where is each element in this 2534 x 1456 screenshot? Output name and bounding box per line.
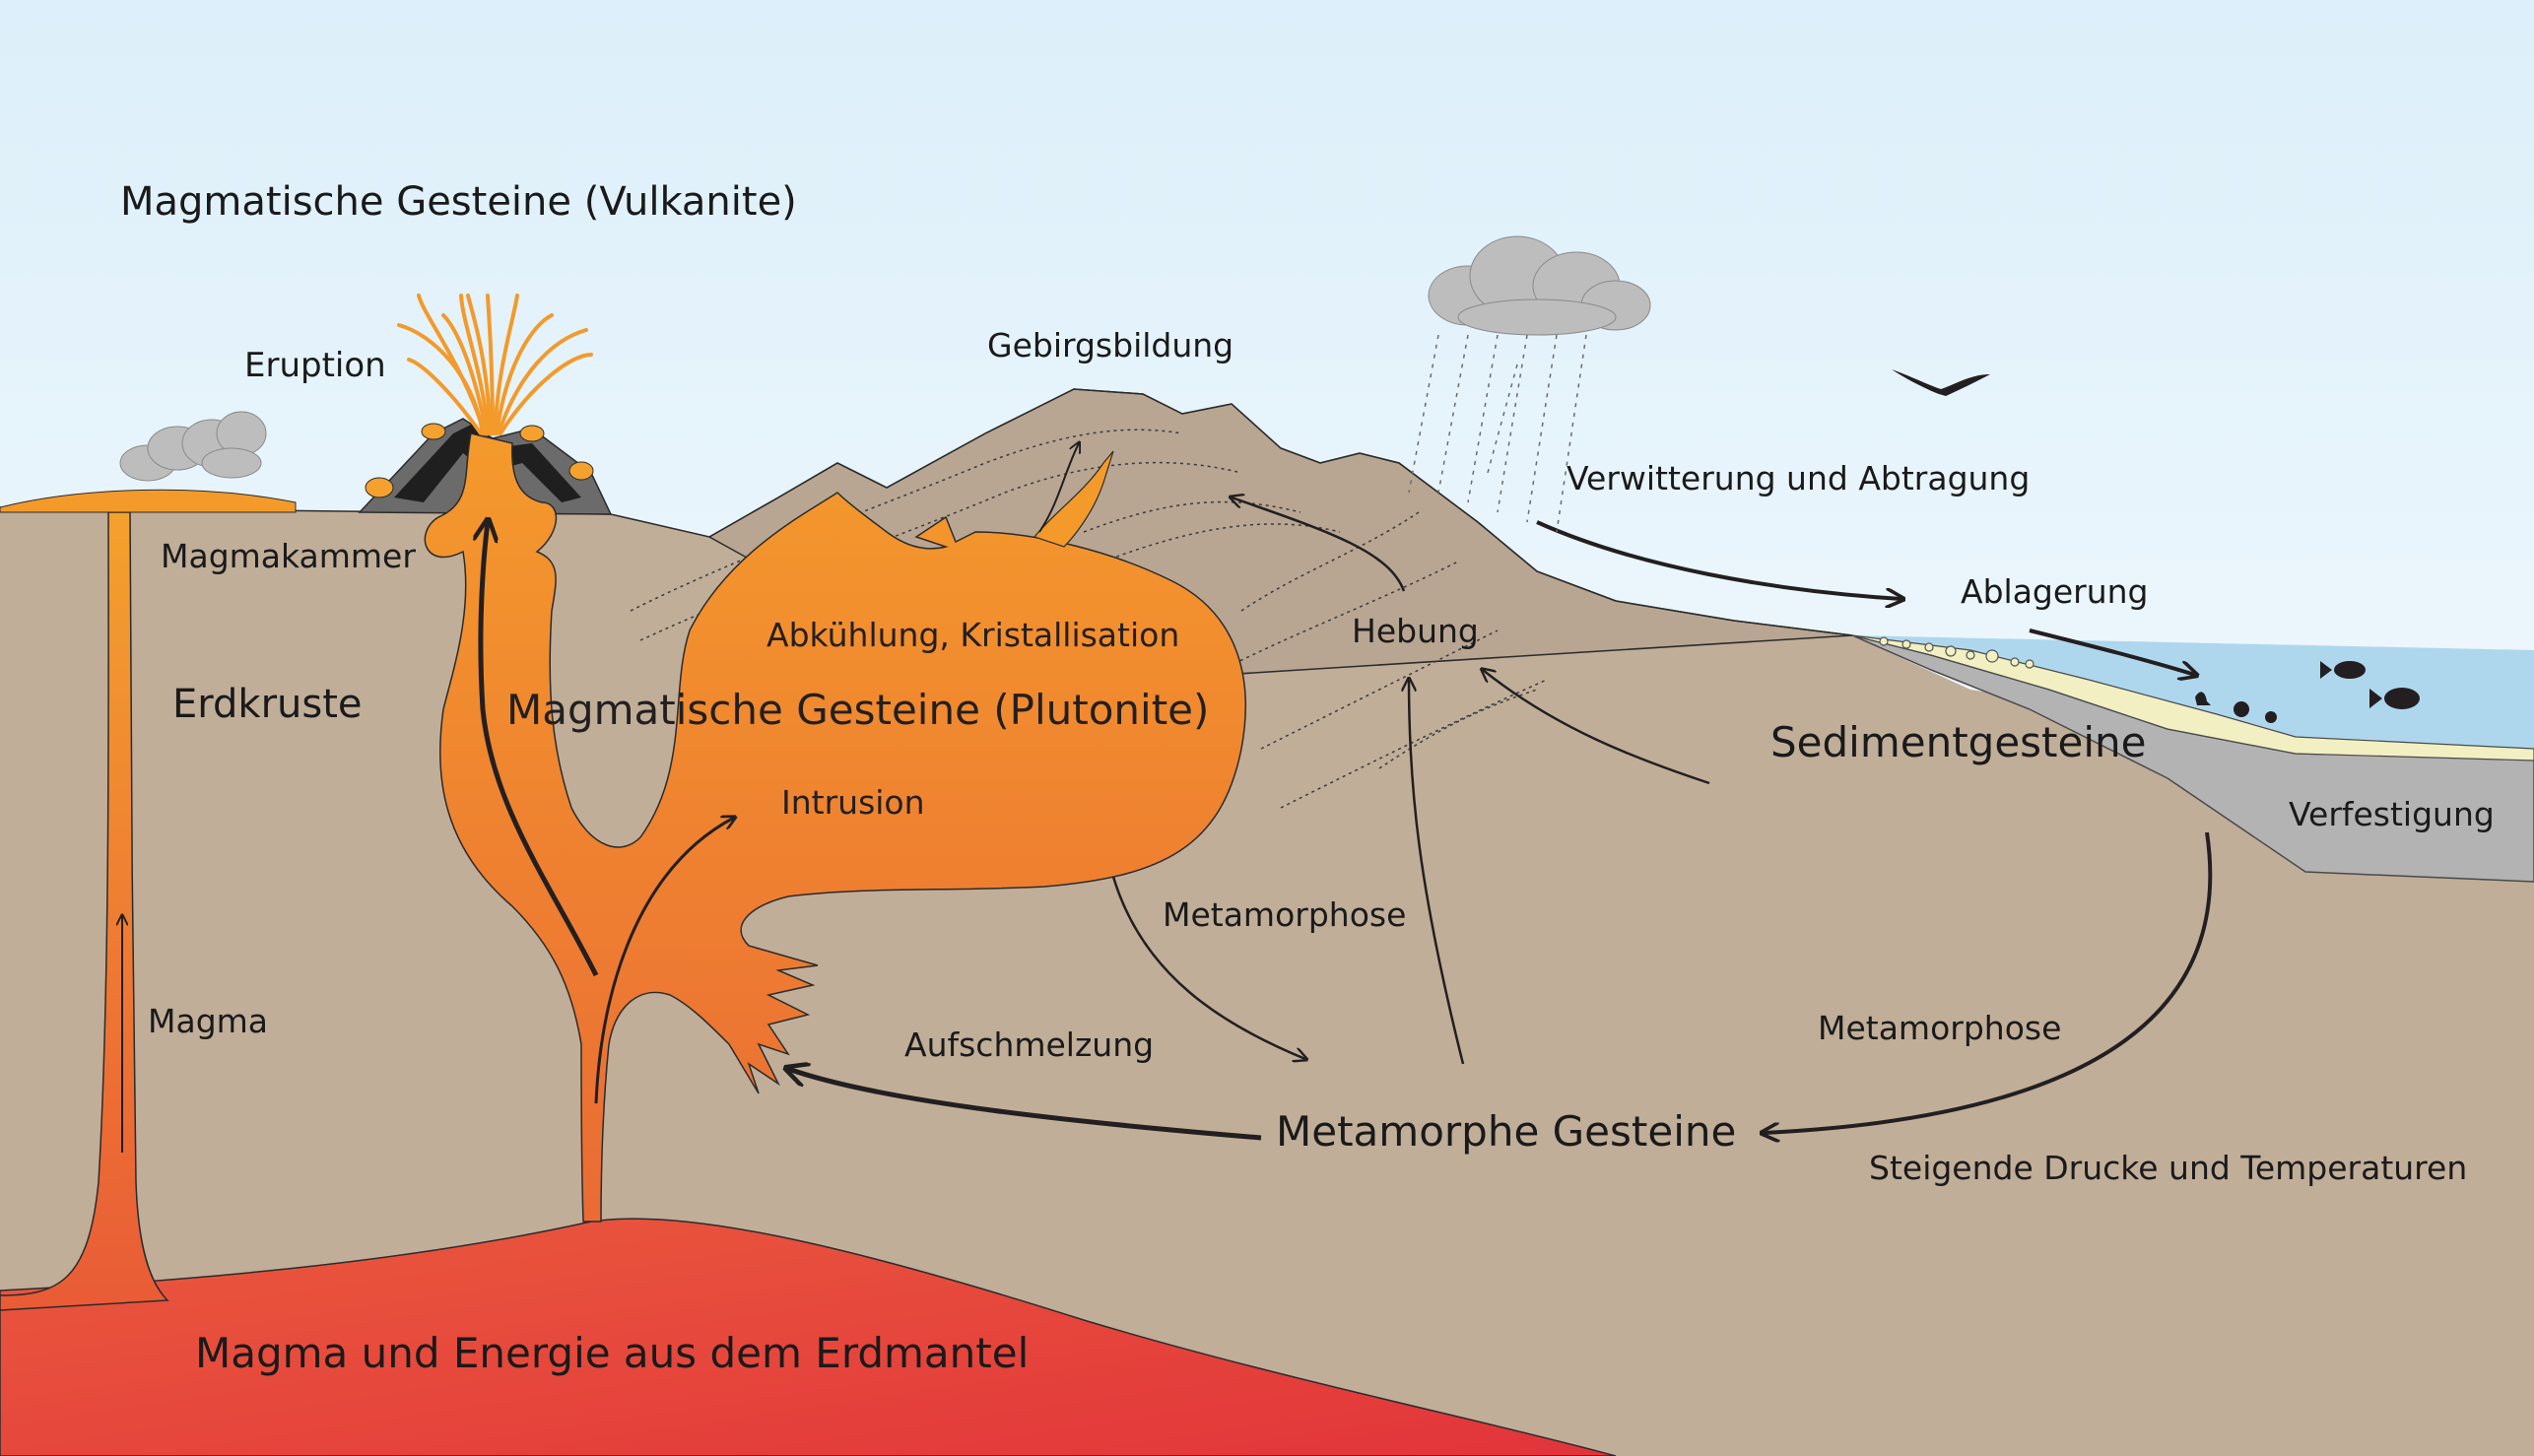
label-metamorphism-right: Metamorphose [1818,1009,2061,1047]
magma-flow-arrows [481,522,734,1104]
pebbles [1879,636,2034,669]
label-plutonic-rocks: Magmatische Gesteine (Plutonite) [506,686,1209,734]
strata-lines [630,429,1548,809]
label-magma: Magma [148,1002,268,1040]
metamorphism-arrow-center [1111,876,1305,1059]
bird-icon [1892,369,1990,396]
rain [1408,334,1587,533]
label-eruption: Eruption [244,346,386,385]
label-uplift: Hebung [1352,612,1479,650]
weathering-arrow [1536,520,1901,599]
label-melting: Aufschmelzung [904,1026,1154,1064]
metamorphism-arrow-right [1764,831,2213,1133]
rain-cloud [1428,235,1651,336]
marine-creatures-icon [2195,692,2277,723]
label-mantle: Magma und Energie aus dem Erdmantel [195,1329,1029,1377]
label-rising-pressure: Steigende Drucke und Temperaturen [1869,1149,2467,1187]
crust-outline [0,388,1853,636]
gebirgsbildung-arrow [1038,443,1079,533]
lava-blobs [365,423,594,498]
label-intrusion: Intrusion [781,783,925,822]
smoke-cloud [119,411,267,482]
label-metamorphic-rocks: Metamorphe Gesteine [1276,1107,1736,1156]
label-magma-chamber: Magmakammer [161,537,416,575]
earth-crust-body [0,389,2534,1456]
earth-mantle [0,1218,1617,1456]
uplift-arrows [1232,497,1710,1065]
title-volcanic-rocks: Magmatische Gesteine (Vulkanite) [120,179,797,225]
label-earth-crust: Erdkruste [172,682,363,727]
sand-layer [1851,634,2534,761]
label-weathering: Verwitterung und Abtragung [1567,459,2030,497]
label-sedimentary-rocks: Sedimentgesteine [1770,718,2147,766]
label-deposition: Ablagerung [1961,572,2149,611]
pluton-apophysis [1033,450,1114,548]
deposition-arrow [2029,629,2195,675]
eruption-fountain [397,294,593,435]
label-cooling-crystallization: Abkühlung, Kristallisation [767,616,1179,654]
label-mountain-building: Gebirgsbildung [987,326,1234,364]
label-consolidation: Verfestigung [2289,795,2495,833]
left-magma-conduit [0,511,169,1311]
melting-arrow [788,1069,1262,1141]
label-metamorphism-center: Metamorphose [1163,895,1406,934]
left-lava-mound [0,489,297,513]
fish-icon [2320,661,2420,709]
magma-chamber-conduit [424,432,1246,1223]
